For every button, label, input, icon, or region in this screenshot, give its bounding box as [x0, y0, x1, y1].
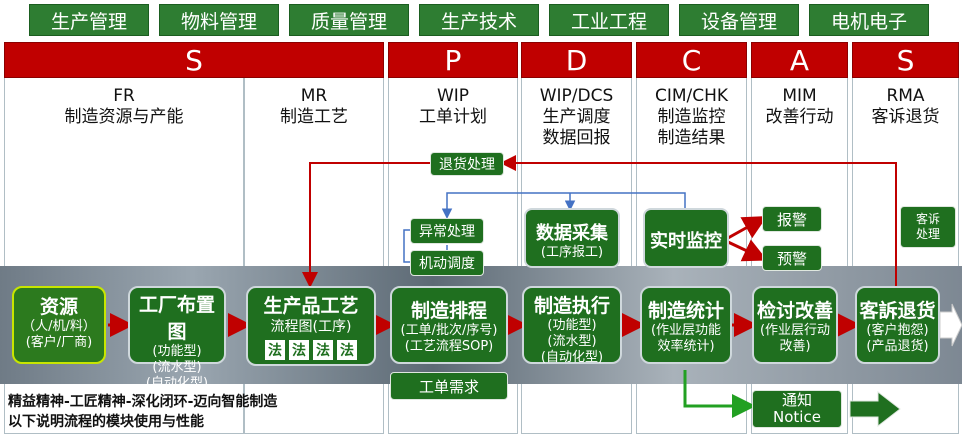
notice-box[interactable]: 通知 Notice	[752, 390, 842, 428]
alarm-box[interactable]: 报警	[762, 206, 822, 232]
tab-production-management[interactable]: 生产管理	[29, 4, 149, 36]
footer-text: 精益精神-工匠精神-深化闭环-迈向智能制造 以下说明流程的模块使用与性能	[8, 392, 388, 432]
footer-line2: 以下说明流程的模块使用与性能	[8, 414, 204, 430]
complaint-line2: 处理	[915, 227, 940, 241]
return-title: 客訴退货	[859, 300, 936, 322]
schedule-line1: (工单/批次/序号)	[400, 323, 498, 338]
tab-industrial-engineering[interactable]: 工业工程	[549, 4, 669, 36]
layout-line2: (流水型)	[152, 360, 202, 375]
review-line1: (作业层行动	[759, 323, 831, 338]
notice-line2: Notice	[773, 408, 821, 426]
resource-box[interactable]: 资源 （人/机/料） (客户/厂商)	[12, 286, 106, 364]
complaint-box[interactable]: 客诉 处理	[900, 206, 956, 248]
execute-title: 制造执行	[533, 295, 610, 317]
header-a: A	[751, 42, 848, 78]
stats-line1: (作业层功能	[650, 323, 722, 338]
column-code: WIP	[436, 86, 470, 106]
method-tag: 法	[313, 340, 333, 360]
notice-line1: 通知	[781, 391, 812, 409]
method-tag: 法	[265, 340, 285, 360]
resource-title: 资源	[39, 296, 78, 318]
review-title: 检讨改善	[756, 300, 833, 322]
data-collect-title: 数据采集	[536, 223, 608, 244]
tab-material-management[interactable]: 物料管理	[159, 4, 279, 36]
execute-line3: (自动化型)	[540, 350, 604, 365]
column-title: 制造工艺	[280, 107, 348, 127]
column-header-mim: MIM 改善行动	[751, 86, 848, 128]
layout-title: 工厂布置图	[138, 294, 215, 343]
schedule-title: 制造排程	[410, 300, 487, 322]
tab-quality-management[interactable]: 质量管理	[289, 4, 409, 36]
craft-line1: 流程图(工序)	[270, 319, 352, 335]
data-collect-box[interactable]: 数据采集 (工序报工)	[524, 208, 620, 268]
return-handling-box[interactable]: 退货处理	[430, 152, 504, 176]
data-collect-sub: (工序报工)	[540, 245, 604, 260]
column-header-wip-dcs: WIP/DCS 生产调度 数据回报	[521, 86, 632, 149]
header-s2: S	[852, 42, 959, 78]
order-demand-box[interactable]: 工单需求	[390, 372, 508, 400]
schedule-box[interactable]: 制造排程 (工单/批次/序号) (工艺流程SOP)	[390, 286, 508, 364]
exception-box[interactable]: 异常处理	[410, 218, 484, 244]
header-d: D	[521, 42, 632, 78]
return-box[interactable]: 客訴退货 (客户抱怨) (产品退货)	[855, 286, 940, 364]
column-code: RMA	[886, 86, 925, 106]
column-title: 制造监控	[657, 107, 726, 127]
column-header-cim: CIM/CHK 制造监控 制造结果	[636, 86, 747, 149]
execute-line1: (功能型)	[547, 318, 597, 333]
column-code: MR	[300, 86, 328, 106]
stats-box[interactable]: 制造统计 (作业层功能 效率统计)	[640, 286, 732, 364]
column-header-wip: WIP 工单计划	[388, 86, 518, 128]
column-header-rma: RMA 客诉退货	[852, 86, 959, 128]
execute-line2: (流水型)	[547, 334, 597, 349]
header-c: C	[636, 42, 747, 78]
warning-box[interactable]: 预警	[762, 245, 822, 271]
resource-line1: （人/机/料）	[22, 319, 96, 334]
execute-box[interactable]: 制造执行 (功能型) (流水型) (自动化型)	[522, 286, 622, 365]
resource-line2: (客户/厂商)	[25, 335, 93, 350]
column-header-fr: FR 制造资源与产能	[4, 86, 244, 128]
footer-line1: 精益精神-工匠精神-深化闭环-迈向智能制造	[8, 394, 278, 410]
review-box[interactable]: 检讨改善 (作业层行动 改善)	[752, 286, 838, 364]
stats-title: 制造统计	[647, 300, 724, 322]
method-tag: 法	[337, 340, 357, 360]
schedule-line2: (工艺流程SOP)	[404, 339, 494, 354]
notice-arrow-icon	[849, 390, 901, 428]
layout-box[interactable]: 工厂布置图 (功能型) (流水型) (自动化型)	[128, 286, 226, 391]
craft-title: 生产品工艺	[263, 295, 359, 317]
layout-line3: (自动化型)	[145, 376, 209, 391]
header-p: P	[388, 42, 518, 78]
column-title-2: 数据回报	[542, 128, 611, 148]
monitor-box[interactable]: 实时监控	[643, 208, 729, 268]
return-line2: (产品退货)	[866, 339, 929, 354]
column-title: 客诉退货	[871, 107, 940, 127]
column-title: 改善行动	[765, 107, 834, 127]
layout-line1: (功能型)	[152, 344, 202, 359]
complaint-line1: 客诉	[915, 212, 940, 226]
column-title: 生产调度	[542, 107, 611, 127]
column-code: FR	[113, 86, 135, 106]
craft-method-row: 法 法 法 法	[248, 340, 374, 360]
stats-line2: 效率统计)	[657, 339, 715, 354]
method-tag: 法	[289, 340, 309, 360]
dispatch-box[interactable]: 机动调度	[410, 250, 484, 276]
column-code: CIM/CHK	[654, 86, 729, 106]
column-header-mr: MR 制造工艺	[244, 86, 384, 128]
column-title: 制造资源与产能	[64, 107, 184, 127]
tab-equipment-management[interactable]: 设备管理	[679, 4, 799, 36]
review-line2: 改善)	[779, 339, 811, 354]
craft-box[interactable]: 生产品工艺 流程图(工序) 法 法 法 法	[246, 286, 376, 366]
header-s: S	[4, 42, 384, 78]
column-code: MIM	[782, 86, 817, 106]
column-title: 工单计划	[419, 107, 487, 127]
column-title-2: 制造结果	[657, 128, 726, 148]
tab-production-technology[interactable]: 生产技术	[419, 4, 539, 36]
return-line1: (客户抱怨)	[866, 323, 929, 338]
column-code: WIP/DCS	[539, 86, 614, 106]
tab-electrical-electronics[interactable]: 电机电子	[809, 4, 929, 36]
monitor-title: 实时监控	[650, 231, 722, 252]
